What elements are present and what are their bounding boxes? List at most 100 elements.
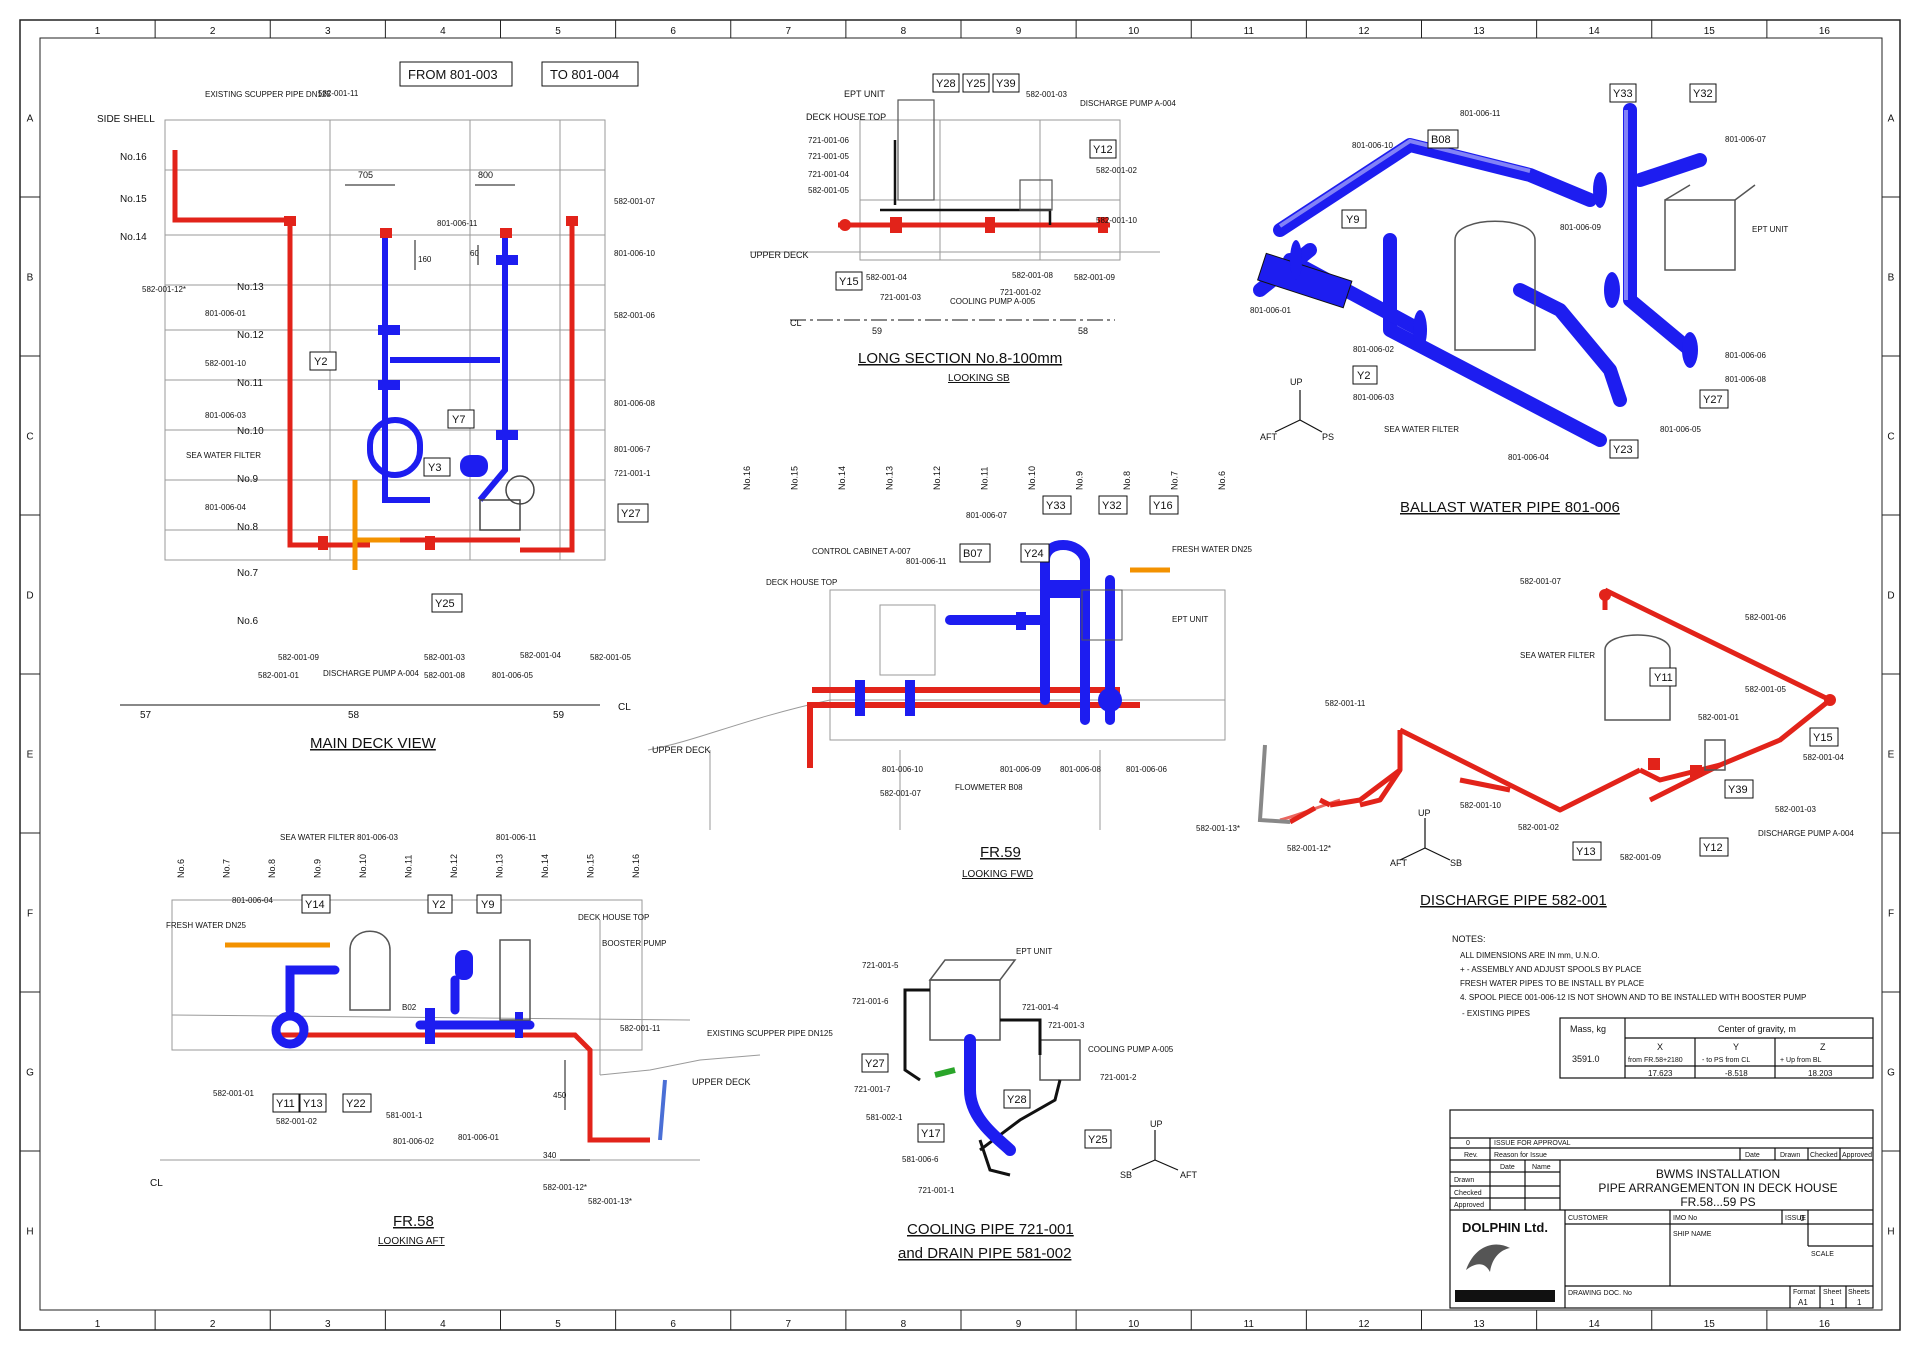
ballast-pipe-view: UP AFT PS Y33 Y32 B08 Y9 Y2 Y27 Y23 801-… <box>1250 83 1788 516</box>
fr59-label-1: 801-006-11 <box>906 557 947 566</box>
cooling-axis-up: UP <box>1150 1119 1163 1129</box>
sheet-value: 1 <box>1830 1298 1835 1307</box>
deck-no12: No.12 <box>237 330 264 341</box>
fr58-frame-no10: No.10 <box>358 854 368 878</box>
fr58-frame-no14: No.14 <box>540 854 550 878</box>
cooling-axis-aft: AFT <box>1180 1170 1198 1180</box>
imo-label: IMO No <box>1673 1215 1697 1222</box>
fr59-label-3: 801-006-09 <box>1000 765 1041 774</box>
row-label-left-C: C <box>26 432 33 443</box>
axis-z: Z <box>1820 1042 1826 1052</box>
fr59-tag-y16: Y16 <box>1153 500 1173 512</box>
fr58-booster-pump: BOOSTER PUMP <box>602 939 666 948</box>
col-label-bottom-8: 8 <box>901 1319 907 1330</box>
fr58-frame-no9: No.9 <box>313 859 323 878</box>
ref-y: - to PS from CL <box>1702 1057 1750 1064</box>
cog-x: 17.623 <box>1648 1069 1673 1078</box>
disch-label-8: 582-001-10 <box>1460 801 1501 810</box>
col-label-bottom-9: 9 <box>1016 1319 1022 1330</box>
fr58-frame-no12: No.12 <box>449 854 459 878</box>
fr59-ept-unit: EPT UNIT <box>1172 615 1208 624</box>
cog-z: 18.203 <box>1808 1069 1833 1078</box>
ls-label-5: 582-001-02 <box>1096 166 1137 175</box>
ballast-label-6: 801-006-03 <box>1353 393 1394 402</box>
main-label-16: 582-001-08 <box>424 671 465 680</box>
ls-label-3: 582-001-05 <box>808 186 849 195</box>
cooling-ept-unit: EPT UNIT <box>1016 947 1052 956</box>
col-label-bottom-1: 1 <box>95 1319 101 1330</box>
cooling-label-3: 721-001-3 <box>1048 1021 1085 1030</box>
main-label-8: 801-006-08 <box>614 399 655 408</box>
discharge-pipe-view: UP AFT SB Y11 Y15 Y39 Y12 Y13 582-001-07… <box>1196 577 1854 909</box>
fr58-existing-scupper: EXISTING SCUPPER PIPE DN125 <box>707 1029 833 1038</box>
ballast-label-0: 801-006-11 <box>1460 109 1501 118</box>
col-label-top-10: 10 <box>1128 26 1140 37</box>
main-label-1: 582-001-12* <box>142 285 186 294</box>
long-section-subtitle: LOOKING SB <box>948 373 1010 384</box>
fr58-frame-no7: No.7 <box>222 859 232 878</box>
ballast-label-8: 801-006-05 <box>1660 425 1701 434</box>
ls-tag-y28: Y28 <box>936 78 956 90</box>
rev-hdr-checked: Checked <box>1810 1152 1838 1159</box>
notes-heading: NOTES: <box>1452 934 1486 944</box>
ballast-tag-y23: Y23 <box>1613 444 1633 456</box>
ballast-label-7: 801-006-04 <box>1508 453 1549 462</box>
ballast-label-9: 801-006-06 <box>1725 351 1766 360</box>
disch-label-4: 582-001-03 <box>1775 805 1816 814</box>
disch-tag-y11: Y11 <box>1654 672 1673 684</box>
sign-approved: Approved <box>1454 1202 1484 1209</box>
fr59-frame-no13: No.13 <box>885 466 895 490</box>
fr59-label-2: 801-006-10 <box>882 765 923 774</box>
ballast-label-2: 801-006-07 <box>1725 135 1766 144</box>
ship-name-label: SHIP NAME <box>1673 1231 1712 1238</box>
col-label-top-15: 15 <box>1704 26 1716 37</box>
ls-label-6: 582-001-10 <box>1096 216 1137 225</box>
row-label-right-H: H <box>1887 1227 1894 1238</box>
fr59-fresh-water: FRESH WATER DN25 <box>1172 545 1253 554</box>
fr58-label-6: 801-006-02 <box>393 1137 434 1146</box>
col-label-bottom-14: 14 <box>1589 1319 1601 1330</box>
ls-label-7: 582-001-04 <box>866 273 907 282</box>
ls-label-2: 721-001-04 <box>808 170 849 179</box>
ls-tag-y15: Y15 <box>839 276 859 288</box>
row-label-left-F: F <box>27 909 33 920</box>
issue-value: 0 <box>1800 1214 1805 1223</box>
customer-label: CUSTOMER <box>1568 1215 1608 1222</box>
ls-tag-y25: Y25 <box>966 78 986 90</box>
fr58-label-11: B02 <box>402 1003 417 1012</box>
row-label-left-G: G <box>26 1068 34 1079</box>
col-label-bottom-2: 2 <box>210 1319 216 1330</box>
discharge-pump-label: DISCHARGE PUMP A-004 <box>323 669 419 678</box>
fr59-tag-y24: Y24 <box>1024 548 1044 560</box>
col-label-top-7: 7 <box>786 26 792 37</box>
disch-label-0: 582-001-07 <box>1520 577 1561 586</box>
drawing-title-3: FR.58...59 PS <box>1680 1195 1755 1209</box>
fr58-label-10: 582-001-13* <box>588 1197 632 1206</box>
disch-label-1: 582-001-06 <box>1745 613 1786 622</box>
note-5: - EXISTING PIPES <box>1462 1009 1530 1018</box>
fr59-frame-no12: No.12 <box>932 466 942 490</box>
fr59-frame-no6: No.6 <box>1217 471 1227 490</box>
col-label-bottom-16: 16 <box>1819 1319 1831 1330</box>
deck-no14: No.14 <box>120 232 147 243</box>
col-label-top-6: 6 <box>670 26 676 37</box>
fr58-subtitle: LOOKING AFT <box>378 1236 445 1247</box>
tag-y25: Y25 <box>435 598 455 610</box>
fr58-label-5: 581-001-1 <box>386 1111 423 1120</box>
col-label-top-1: 1 <box>95 26 101 37</box>
main-label-0: 582-001-11 <box>318 89 359 98</box>
rev-no: 0 <box>1466 1140 1470 1147</box>
drawing-title-1: BWMS INSTALLATION <box>1656 1167 1780 1181</box>
ls-ept-unit: EPT UNIT <box>844 89 885 99</box>
main-label-18: 582-001-04 <box>520 651 561 660</box>
main-dim-60: 60 <box>470 249 479 258</box>
fr58-frame-no16: No.16 <box>631 854 641 878</box>
deck-no9: No.9 <box>237 474 259 485</box>
row-label-right-B: B <box>1888 273 1895 284</box>
ls-discharge-pump: DISCHARGE PUMP A-004 <box>1080 99 1176 108</box>
rev-hdr-rev: Rev. <box>1464 1152 1478 1159</box>
tag-y3: Y3 <box>428 462 441 474</box>
main-label-15: 582-001-03 <box>424 653 465 662</box>
